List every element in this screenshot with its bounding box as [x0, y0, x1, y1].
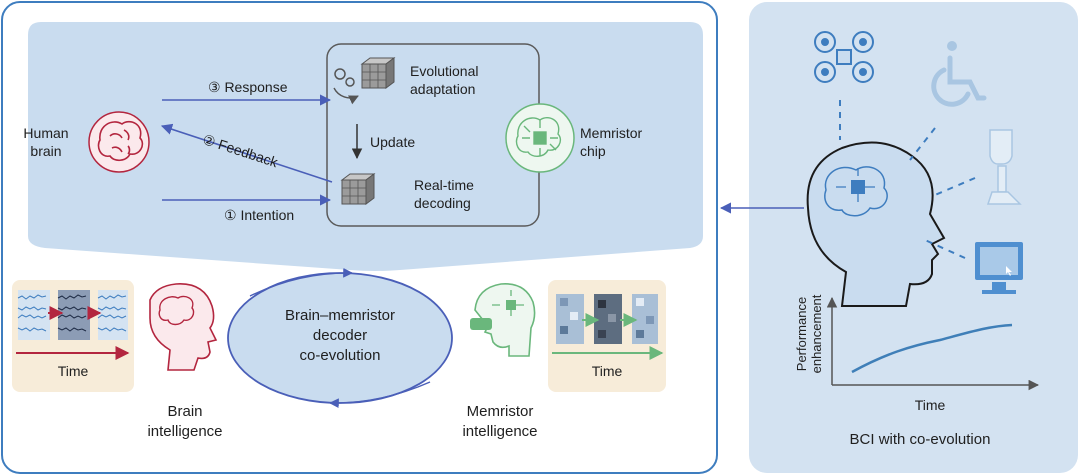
- intention-label: ① Intention: [224, 207, 295, 223]
- memristor-weight-plots: [556, 294, 658, 344]
- cycle-arrow-top: [249, 267, 353, 297]
- memristor-head-icon: [470, 283, 536, 357]
- human-brain-icon: [88, 111, 150, 173]
- bci-caption: BCI with co-evolution: [849, 431, 991, 448]
- prosthesis-icon: [986, 129, 1022, 205]
- dash-computer: [924, 239, 966, 259]
- performance-curve: [851, 323, 1013, 374]
- feedback-arrow: [160, 123, 333, 183]
- cycle-arrow-bottom: [329, 381, 431, 409]
- computer-icon: [975, 242, 1023, 294]
- response-label: ③ Response: [208, 79, 288, 95]
- performance-xlabel: Time: [914, 397, 946, 413]
- time-right-label: Time: [591, 363, 623, 379]
- decoding-cube-icon: [340, 173, 376, 205]
- bci-head-icon: [806, 141, 946, 307]
- wheelchair-icon: [931, 41, 987, 107]
- time-left-label: Time: [57, 363, 89, 379]
- evolution-cube-icon: [333, 57, 396, 105]
- drone-icon: [814, 31, 874, 83]
- top-panel: [28, 22, 703, 271]
- update-label: Update: [370, 134, 416, 150]
- brain-head-icon: [149, 283, 218, 371]
- brain-signal-plots: [17, 290, 128, 340]
- dash-prosthesis: [934, 177, 976, 196]
- co-evolution-label: Brain–memristor decoder co-evolution: [284, 307, 396, 364]
